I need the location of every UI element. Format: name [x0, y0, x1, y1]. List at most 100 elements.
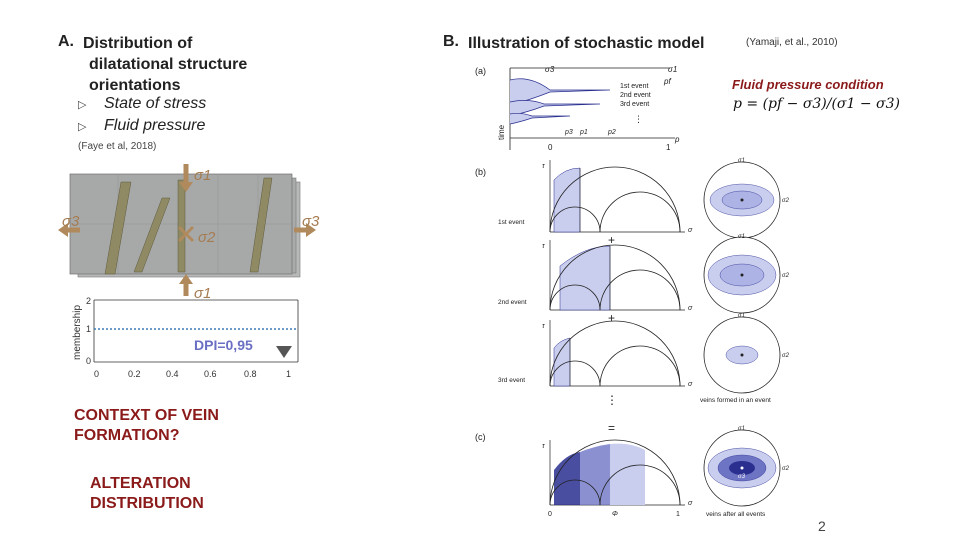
svg-text:σ1: σ1 — [738, 158, 745, 164]
x-tick-02: 0.2 — [128, 369, 141, 379]
panel-b-citation: (Yamaji, et al., 2010) — [746, 37, 838, 48]
svg-text:σ2: σ2 — [782, 353, 790, 359]
time-axis-label: time — [497, 124, 506, 140]
page-number: 2 — [818, 518, 826, 534]
svg-text:σ1: σ1 — [738, 234, 745, 240]
panel-a-citation: (Faye et al, 2018) — [78, 141, 157, 152]
svg-text:σ2: σ2 — [782, 466, 790, 472]
x-tick-08: 0.8 — [244, 369, 257, 379]
sub-label-b: (b) — [475, 167, 486, 177]
sigma2-label: σ2 — [198, 229, 216, 246]
sub-label-c: (c) — [475, 432, 486, 442]
x-tick-06: 0.6 — [204, 369, 217, 379]
mohr-diagram-combined: τ σ 0 Φ 1 — [542, 439, 693, 518]
mohr-diagram-2: τ σ 2nd event — [498, 240, 693, 312]
mohr-diagram-1: τ σ 1st event — [498, 160, 693, 234]
svg-text:σ: σ — [688, 227, 693, 234]
more-events-dots-a: ⋮ — [634, 114, 643, 124]
alteration-line-2: DISTRIBUTION — [90, 495, 204, 512]
event-label-3: 3rd event — [620, 101, 649, 108]
vein-inclined-center — [133, 197, 171, 273]
svg-text:τ: τ — [542, 323, 545, 330]
alteration-distribution: ALTERATION DISTRIBUTION — [90, 474, 204, 514]
bullet-fluid-pressure: ▷Fluid pressure — [78, 117, 206, 134]
stereonet-combined: σ1 σ2 σ3 — [703, 426, 790, 507]
y-tick-2: 2 — [86, 296, 91, 306]
sigma1-top-label: σ1 — [194, 167, 211, 184]
sigma1-label-a: σ1 — [668, 65, 677, 74]
svg-text:σ3: σ3 — [738, 474, 746, 480]
pf-pulse-2 — [509, 100, 601, 117]
vein-inclined-right — [249, 177, 273, 273]
alteration-line-1: ALTERATION — [90, 475, 191, 492]
bullet-state-of-stress: ▷State of stress — [78, 95, 207, 112]
svg-text:σ2: σ2 — [782, 198, 790, 204]
svg-text:σ1: σ1 — [738, 426, 745, 432]
fluid-pressure-formula: p = (pf − σ3)/(σ1 − σ3) — [733, 96, 900, 112]
more-events-dots-b: ⋮ — [606, 393, 618, 407]
stereonet-2: σ1 σ2 — [703, 234, 790, 314]
x-tick-1: 1 — [286, 369, 291, 379]
pf-label: pf — [663, 77, 671, 86]
y-tick-1: 1 — [86, 324, 91, 334]
event-label-1: 1st event — [620, 83, 648, 90]
stochastic-model-figure: (a) time σ3 σ1 pf 1st event 2nd event 3r… — [475, 65, 790, 518]
panel-a-title: Distribution of dilatational structure o… — [83, 33, 247, 96]
vein-block-diagram: σ1 σ3 σ3 σ2 σ1 membership 2 1 0 0 0.2 0.… — [58, 164, 320, 379]
stereonet-1: σ1 σ2 — [703, 158, 790, 239]
context-question-line-1: CONTEXT OF VEIN — [74, 407, 219, 424]
svg-text:σ1: σ1 — [738, 313, 745, 319]
context-question: CONTEXT OF VEIN FORMATION? — [74, 406, 219, 446]
svg-text:1: 1 — [676, 511, 680, 518]
row-3-event: 3rd event — [498, 377, 525, 384]
x-tick-04: 0.4 — [166, 369, 179, 379]
triangle-bullet-icon: ▷ — [78, 121, 87, 133]
event-label-2: 2nd event — [620, 92, 651, 99]
veins-event-caption: veins formed in an event — [700, 397, 771, 404]
svg-text:Φ: Φ — [612, 511, 618, 518]
triangle-bullet-icon: ▷ — [78, 99, 87, 111]
x-tick-0: 0 — [94, 369, 99, 379]
p3-label: p3 — [564, 129, 573, 136]
row-1-event: 1st event — [498, 219, 525, 226]
p2-label: p2 — [607, 129, 616, 136]
membership-axis-label: membership — [72, 305, 83, 360]
svg-text:0: 0 — [548, 511, 552, 518]
zero-label-a: 0 — [548, 143, 553, 152]
vein-vertical-center — [177, 179, 186, 273]
veins-all-caption: veins after all events — [706, 511, 766, 518]
svg-text:τ: τ — [542, 243, 545, 250]
sigma3-left-label: σ3 — [62, 213, 80, 230]
svg-text:τ: τ — [542, 163, 545, 170]
pf-pulse-3 — [509, 112, 571, 125]
panel-a-title-line-1: Distribution of — [83, 35, 193, 52]
sub-label-a: (a) — [475, 66, 486, 76]
context-question-line-2: FORMATION? — [74, 427, 180, 444]
svg-text:+: + — [608, 311, 615, 325]
fluid-pressure-title: Fluid pressure condition — [732, 77, 884, 92]
svg-text:τ: τ — [542, 443, 545, 450]
sigma1-bottom-label: σ1 — [194, 285, 211, 302]
panel-b-letter: B. — [443, 33, 459, 50]
svg-text:+: + — [608, 233, 615, 247]
svg-text:σ2: σ2 — [782, 273, 790, 279]
sigma3-right-label: σ3 — [302, 213, 320, 230]
vein-inclined-left — [104, 181, 132, 275]
sigma3-label-a: σ3 — [545, 65, 555, 74]
mohr-diagram-3: τ σ 3rd event — [498, 320, 693, 388]
panel-b-title: Illustration of stochastic model — [468, 35, 705, 52]
one-label-a: 1 — [666, 143, 671, 152]
svg-text:=: = — [608, 421, 615, 435]
svg-text:σ: σ — [688, 381, 693, 388]
svg-text:σ: σ — [688, 305, 693, 312]
dpi-label: DPI=0,95 — [194, 337, 253, 353]
dpi-marker-icon — [276, 346, 292, 358]
row-2-event: 2nd event — [498, 299, 527, 306]
svg-text:σ: σ — [688, 500, 693, 507]
panel-a-letter: A. — [58, 33, 74, 50]
y-tick-0: 0 — [86, 356, 91, 366]
stereonet-3: σ1 σ2 — [703, 313, 790, 394]
p-axis-label: p — [674, 135, 680, 144]
panel-a-title-line-3: orientations — [89, 77, 181, 94]
p1-label: p1 — [579, 129, 588, 136]
